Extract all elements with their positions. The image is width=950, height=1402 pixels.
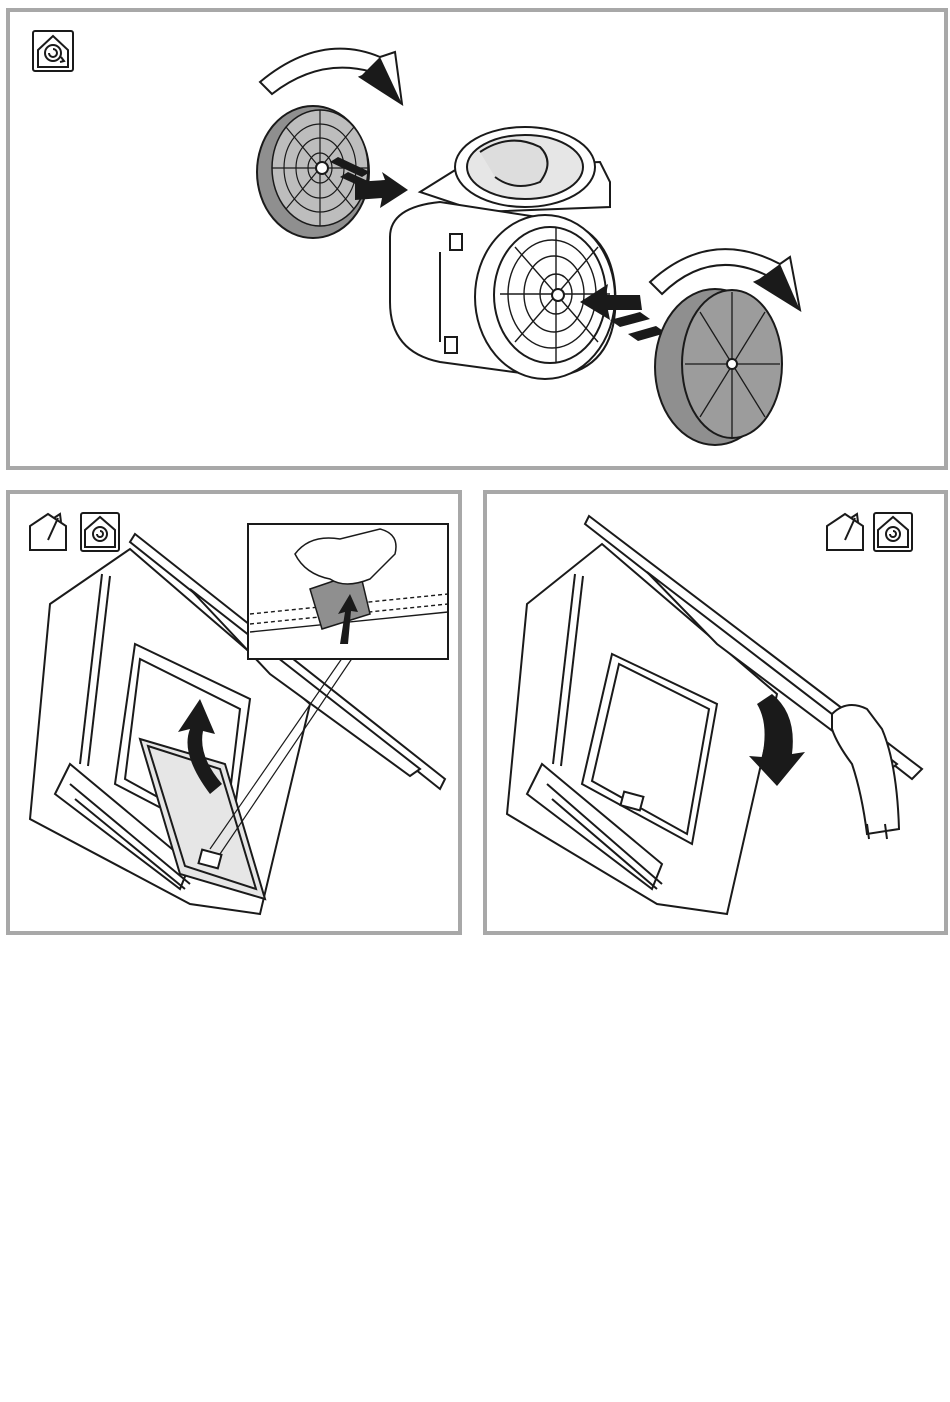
recirculation-mode-icon — [33, 31, 73, 71]
extraction-mode-icon — [30, 514, 66, 550]
filter-latch-detail-inset — [248, 524, 448, 659]
recirculation-mode-icon — [874, 513, 912, 551]
grease-filter-removal-figure — [6, 490, 462, 935]
hand — [832, 705, 899, 839]
fan-unit-illustration — [10, 12, 944, 466]
carbon-filter-replacement-figure — [6, 8, 948, 470]
fan-motor-housing — [390, 127, 615, 379]
carbon-filter-right — [655, 289, 782, 445]
hood-body — [507, 544, 777, 914]
front-panel-closing-figure — [483, 490, 948, 935]
hood-open-illustration — [10, 494, 458, 931]
recirculation-mode-icon — [81, 513, 119, 551]
hood-closing-illustration — [487, 494, 944, 931]
extraction-mode-icon — [827, 514, 863, 550]
rotate-clockwise-arrow — [260, 49, 402, 104]
